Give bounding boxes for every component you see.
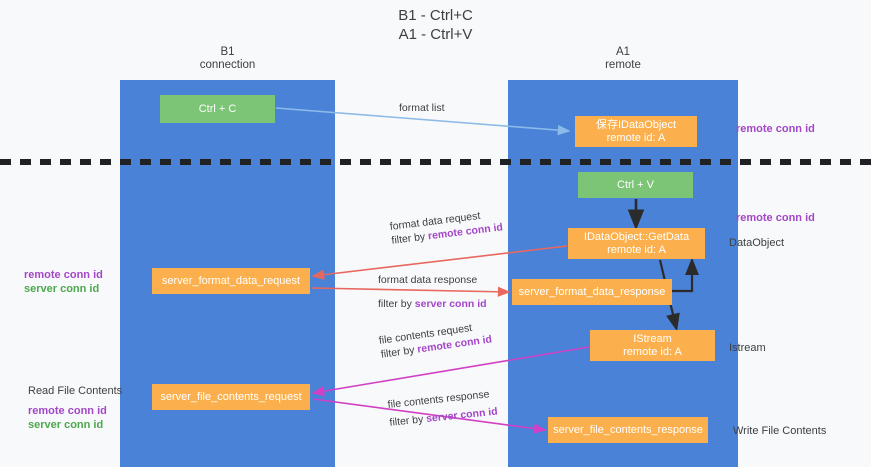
box-server-file-contents-request[interactable]: server_file_contents_request: [152, 384, 310, 410]
box-istream[interactable]: IStream remote id: A: [590, 330, 715, 361]
filter-key-server-conn-id: server conn id: [425, 405, 499, 425]
annotation-istream: Istream: [729, 342, 766, 354]
lane-header-b1-role: connection: [199, 59, 256, 71]
lane-header-b1-name: B1: [220, 46, 235, 58]
annotation-write-file-contents: Write File Contents: [733, 425, 827, 437]
title-line-2: A1 - Ctrl+V: [398, 26, 473, 43]
box-server-format-data-response[interactable]: server_format_data_response: [512, 279, 672, 305]
lane-header-a1-name: A1: [615, 46, 631, 58]
lane-header-a1: A1 remote: [508, 46, 738, 72]
label-file-contents-request: file contents request filter by remote c…: [378, 318, 493, 361]
label-format-list: format list: [399, 102, 445, 114]
annotation-server-conn-id: server conn id: [24, 283, 100, 295]
filter-prefix: filter by: [378, 298, 415, 310]
lane-header-a1-role: remote: [605, 59, 641, 71]
box-server-format-data-request[interactable]: server_format_data_request: [152, 268, 310, 294]
label-file-contents-response: file contents response filter by server …: [387, 387, 498, 430]
filter-prefix: filter by: [388, 413, 427, 429]
label-format-data-response: format data response filter by server co…: [378, 273, 487, 311]
title-line-1: B1 - Ctrl+C: [398, 7, 473, 24]
box-istream-line1: IStream: [633, 332, 672, 345]
annotation-server-conn-id-2: server conn id: [28, 419, 104, 431]
box-getdata-line1: IDataObject::GetData: [583, 230, 690, 243]
annotation-remote-conn-id: remote conn id: [24, 269, 103, 281]
filter-prefix: filter by: [390, 230, 429, 247]
annotation-dataobject: DataObject: [729, 237, 785, 249]
box-save-idataobject[interactable]: 保存IDataObject remote id: A: [575, 116, 697, 147]
label-format-data-response-text: format data response: [378, 274, 478, 286]
filter-prefix: filter by: [380, 343, 419, 361]
lane-header-b1: B1 connection: [120, 46, 335, 72]
box-idataobject-getdata[interactable]: IDataObject::GetData remote id: A: [568, 228, 705, 259]
box-getdata-line2: remote id: A: [607, 243, 666, 256]
box-save-idataobject-line2: remote id: A: [606, 131, 666, 144]
annotation-read-file-contents-group: Read File Contents remote conn id server…: [28, 384, 122, 432]
diagram-title: B1 - Ctrl+C A1 - Ctrl+V: [0, 6, 871, 44]
annotation-remote-conn-id-mid: remote conn id: [736, 212, 815, 224]
box-save-idataobject-line1: 保存IDataObject: [595, 118, 677, 131]
annotation-remote-conn-id-2: remote conn id: [28, 405, 107, 417]
filter-key-server-conn-id: server conn id: [414, 298, 487, 310]
box-server-file-contents-response[interactable]: server_file_contents_response: [548, 417, 708, 443]
box-istream-line2: remote id: A: [623, 345, 682, 358]
annotation-conn-ids-left: remote conn id server conn id: [24, 268, 103, 296]
annotation-remote-conn-id-top: remote conn id: [736, 123, 815, 135]
box-ctrl-v[interactable]: Ctrl + V: [578, 172, 693, 198]
label-format-data-response-filter: filter by server conn id: [378, 297, 487, 311]
label-format-data-request: format data request filter by remote con…: [389, 206, 504, 247]
annotation-read-file-contents: Read File Contents: [28, 385, 123, 397]
box-ctrl-c[interactable]: Ctrl + C: [160, 95, 275, 123]
